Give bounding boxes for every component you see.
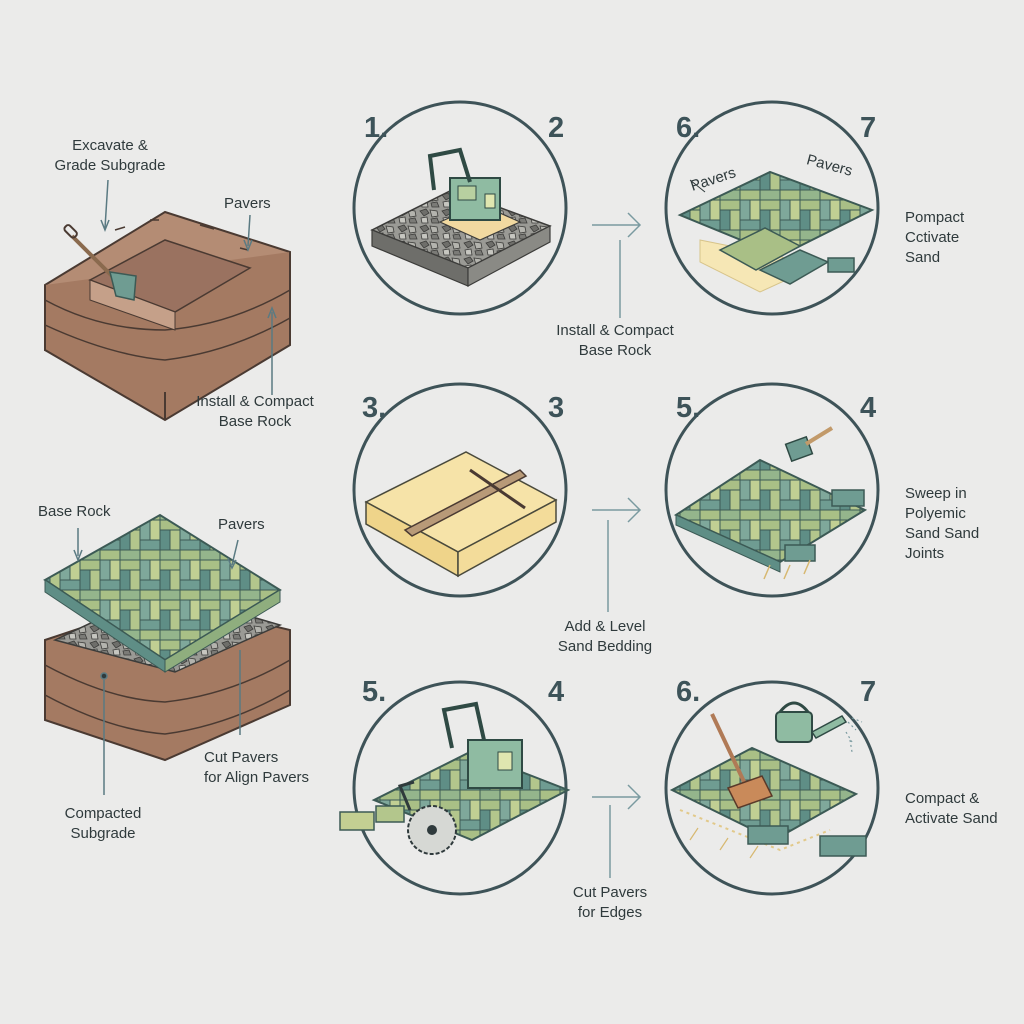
sweep-and-water-illustration [672,748,866,858]
excavate-label-line: Grade Subgrade [40,156,180,176]
cut-align-label: Cut Pavers for Align Pavers [204,748,354,788]
cut-edges-line: for Edges [545,903,675,923]
flow-arrows [592,213,640,878]
paver-laying-illustration [676,460,865,579]
compact-activate-label: Compact & Activate Sand [905,789,998,829]
side-label-line: Sweep in [905,484,979,504]
step-number: 3 [548,392,564,424]
compact-activate-side-label: Pompact Cctivate Sand [905,208,964,268]
pavers-mid-label: Pavers [218,515,265,535]
sweep-side-label: Sweep in Polyemic Sand Sand Joints [905,484,979,564]
add-sand-line: Add & Level [540,617,670,637]
side-label-line: Polyemic [905,504,979,524]
step-number: 6. [676,112,700,144]
cut-align-line: Cut Pavers [204,748,354,768]
step-number: 4 [548,676,564,708]
side-label-line: Joints [905,544,979,564]
watering-can-icon [776,703,862,752]
step-number: 2 [548,112,564,144]
step-number: 1. [364,112,388,144]
side-label-line: Pompact [905,208,964,228]
side-label-line: Sand Sand [905,524,979,544]
side-label-line: Sand [905,248,964,268]
add-sand-label: Add & Level Sand Bedding [540,617,670,657]
mallet-icon [786,428,832,461]
install-base-left-line: Base Rock [180,412,330,432]
compactor-on-rock-illustration [372,150,550,286]
install-base-line: Base Rock [540,341,690,361]
cut-edges-line: Cut Pavers [545,883,675,903]
compacted-subgrade-line: Subgrade [48,824,158,844]
sand-bed-screed-illustration [366,452,556,576]
side-label-line: Cctivate [905,228,964,248]
cut-align-line: for Align Pavers [204,768,354,788]
step-number: 7 [860,112,876,144]
excavate-label: Excavate & Grade Subgrade [40,136,180,176]
install-base-left-line: Install & Compact [180,392,330,412]
pavers-top-label: Pavers [224,194,271,214]
compacted-subgrade-label: Compacted Subgrade [48,804,158,844]
step-number: 5. [362,676,386,708]
step-number: 7 [860,676,876,708]
cut-edges-label: Cut Pavers for Edges [545,883,675,923]
step-number: 4 [860,392,876,424]
compacted-subgrade-line: Compacted [48,804,158,824]
install-base-line: Install & Compact [540,321,690,341]
install-base-label: Install & Compact Base Rock [540,321,690,361]
excavate-label-line: Excavate & [40,136,180,156]
side-label-line: Activate Sand [905,809,998,829]
step-number: 6. [676,676,700,708]
step-number: 5. [676,392,700,424]
step-number: 3. [362,392,386,424]
install-base-left-label: Install & Compact Base Rock [180,392,330,432]
add-sand-line: Sand Bedding [540,637,670,657]
base-rock-label: Base Rock [38,502,111,522]
side-label-line: Compact & [905,789,998,809]
